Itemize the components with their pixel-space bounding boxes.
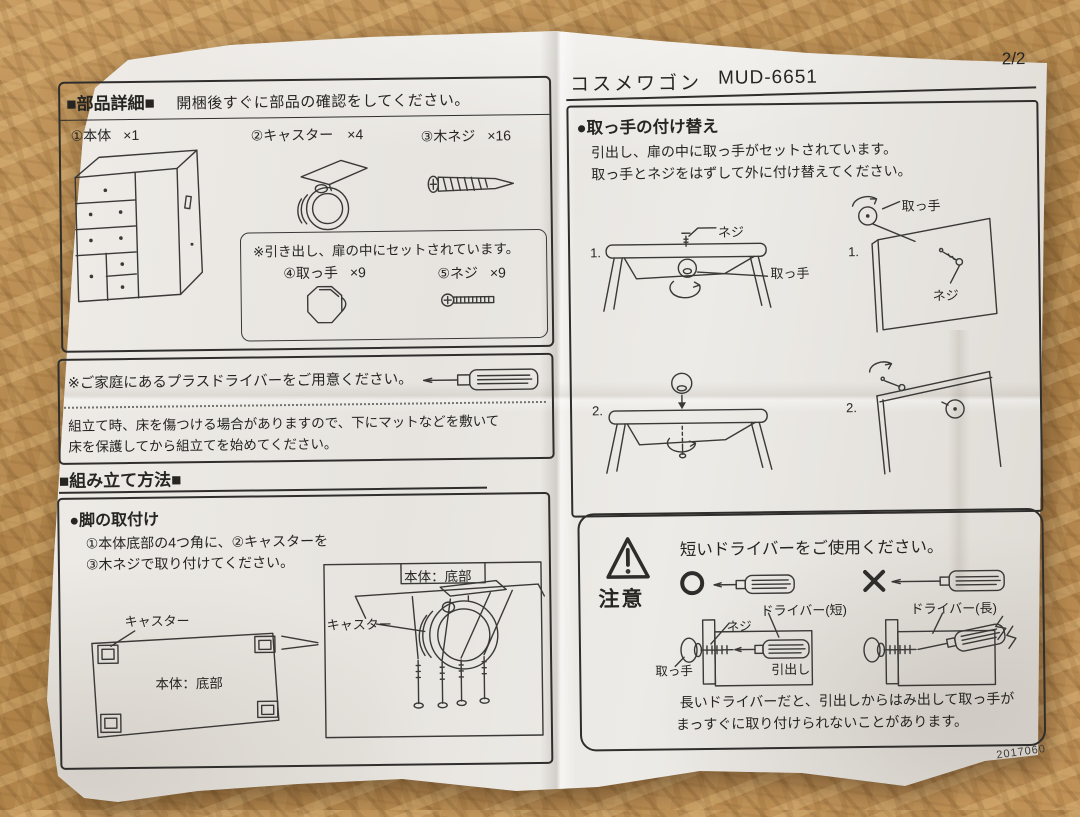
dotted-divider xyxy=(63,400,546,409)
leg-assembly-box: ●脚の取付け ①本体底部の4つ角に、②キャスターを ③木ネジで取り付けてください… xyxy=(57,491,554,770)
screw-label-caution: ネジ xyxy=(726,619,752,634)
parts-detail-box: ■部品詳細■ 開梱後すぐに部品の確認をしてください。 ①本体×1 ②キャスター×… xyxy=(58,75,555,353)
caster-illustration xyxy=(279,150,376,247)
part-4-label: ④取っ手×9 xyxy=(283,264,366,282)
caution-headline: 短いドライバーをご使用ください。 xyxy=(679,538,944,560)
part-1-label: ①本体×1 xyxy=(70,126,140,144)
page-number: 2/2 xyxy=(1001,49,1026,69)
caution-warning-line1: 長いドライバーだと、引出しからはみ出して取っ手が xyxy=(679,690,1015,711)
handle-replacement-diagrams xyxy=(569,182,1041,516)
screw-label-1-left: ネジ xyxy=(717,224,745,240)
body-bottom-label-plate: 本体：底部 xyxy=(155,675,223,692)
caster-label-plate: キャスター xyxy=(124,613,190,630)
part-2-label: ②キャスター×4 xyxy=(250,126,364,144)
wood-screw-illustration xyxy=(423,166,523,201)
part-3-label: ③木ネジ×16 xyxy=(420,127,512,145)
header-divider xyxy=(60,113,550,121)
handle-line1: 引出し、扉の中に取っ手がセットされています。 xyxy=(590,140,898,161)
handle-heading: ●取っ手の付け替え xyxy=(576,117,719,138)
caster-label-inset: キャスター xyxy=(326,616,392,633)
step1-number-left: 1. xyxy=(590,245,602,261)
body-bottom-label-inset: 本体：底部 xyxy=(404,568,472,585)
leg-assembly-diagram xyxy=(59,494,551,768)
prep-notes-box: ※ご家庭にあるプラスドライバーをご用意ください。 組立て時、床を傷つける場合があ… xyxy=(57,352,555,465)
driver-note: ※ご家庭にあるプラスドライバーをご用意ください。 xyxy=(67,371,413,392)
small-screw-illustration xyxy=(440,288,506,311)
inner-parts-box: ※引き出し、扉の中にセットされています。 ④取っ手×9 ⑤ネジ×9 xyxy=(239,228,549,342)
driver-long-icon xyxy=(890,568,1008,593)
step2-number-left: 2. xyxy=(591,403,604,419)
knob-illustration xyxy=(299,282,360,337)
step2-number-right: 2. xyxy=(845,400,857,416)
handle-label-caution: 取っ手 xyxy=(655,664,693,679)
ok-circle-mark xyxy=(679,570,705,596)
screwdriver-icon xyxy=(422,365,542,394)
warning-triangle-icon xyxy=(606,535,651,582)
product-name: コスメワゴン xyxy=(569,72,703,96)
assembly-title: ■組み立て方法■ xyxy=(58,470,182,491)
handle-label-1-left: 取っ手 xyxy=(770,265,810,282)
model-number: MUD-6651 xyxy=(717,66,819,89)
cabinet-illustration xyxy=(65,144,247,321)
parts-subtitle: 開梱後すぐに部品の確認をしてください。 xyxy=(176,91,470,113)
step1-number-right: 1. xyxy=(848,244,860,260)
handle-replacement-box: ●取っ手の付け替え 引出し、扉の中に取っ手がセットされています。 取っ手とネジを… xyxy=(566,99,1044,518)
screw-label-1-right: ネジ xyxy=(932,287,959,304)
part-5-label: ⑤ネジ×9 xyxy=(437,264,507,282)
driver-short-icon xyxy=(712,573,796,596)
handle-label-1-right: 取っ手 xyxy=(901,198,941,214)
caution-box: 注意 短いドライバーをご使用ください。 ドライバー(短) ドライバー( xyxy=(577,507,1047,752)
ng-cross-mark xyxy=(861,568,887,594)
driver-usage-diagrams xyxy=(641,610,1032,695)
floor-note-line1: 組立て時、床を傷つける場合がありますので、下にマットなどを敷いて xyxy=(68,413,500,434)
inner-note: ※引き出し、扉の中にセットされています。 xyxy=(253,241,520,260)
floor-note-line2: 床を保護してから組立てを始めてください。 xyxy=(68,436,338,455)
drawer-label-caution: 引出し xyxy=(771,661,811,678)
caution-label: 注意 xyxy=(598,587,645,612)
parts-title: ■部品詳細■ xyxy=(66,93,155,114)
caution-warning-line2: まっすぐに取り付けられないことがあります。 xyxy=(675,712,969,733)
handle-line2: 取っ手とネジをはずして外に付け替えてください。 xyxy=(591,162,912,183)
